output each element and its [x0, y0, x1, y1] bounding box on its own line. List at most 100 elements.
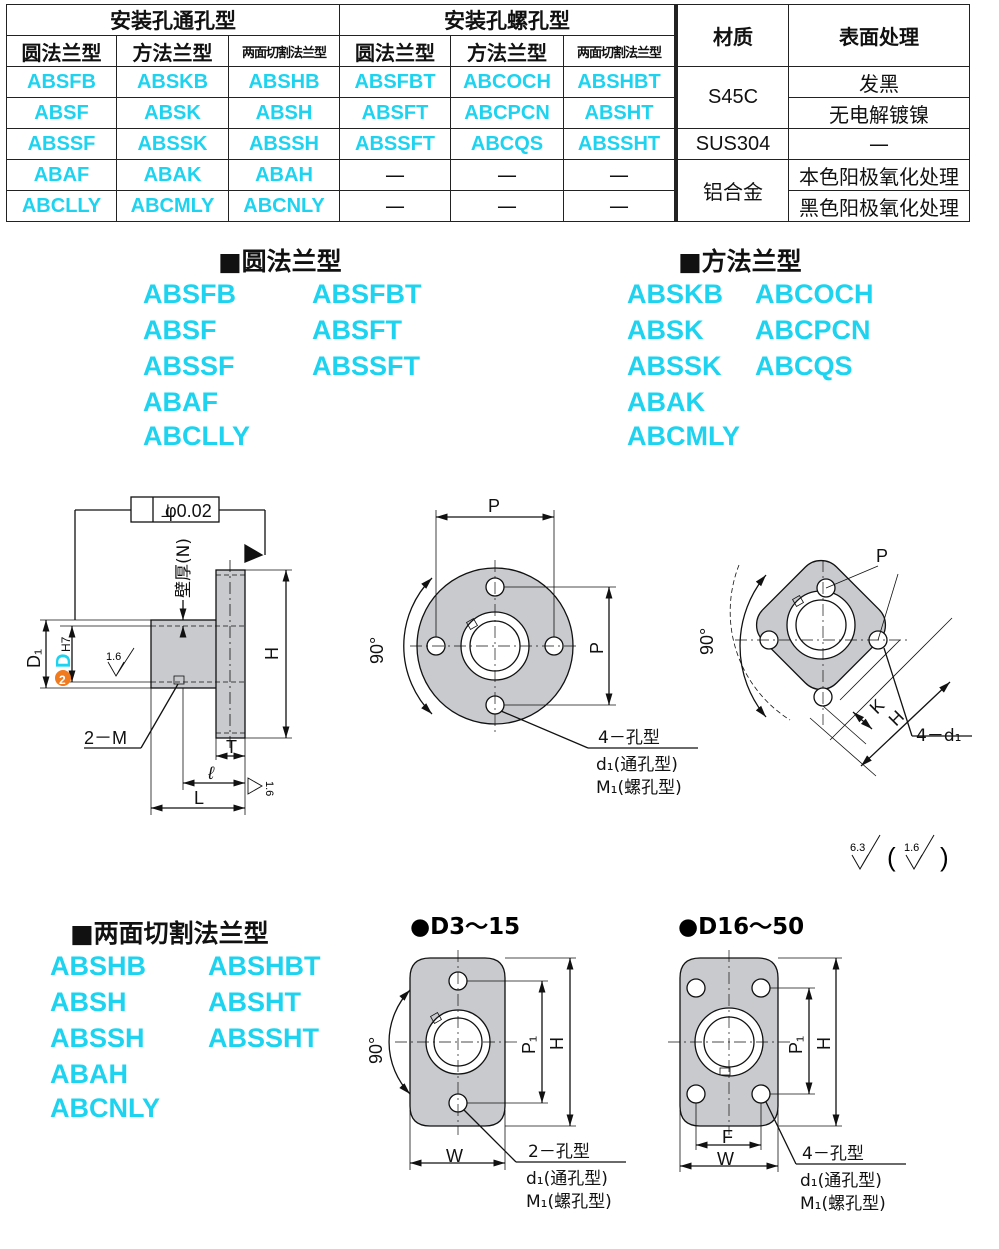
surface-cell: 黑色阳极氧化处理 [788, 190, 970, 222]
round-code: ABAF [143, 387, 218, 417]
large-twoside-view [668, 950, 906, 1172]
surface-cell: — [788, 128, 970, 160]
roughness-close: ) [940, 842, 949, 872]
code-cell: ABCNLY [228, 190, 340, 222]
note-m1: M₁(螺孔型) [596, 778, 682, 798]
dash-cell: — [450, 190, 564, 222]
large-note-holes: 4－孔型 [802, 1144, 864, 1164]
round-code: ABSFT [312, 315, 402, 345]
d1-label: D₁ [24, 649, 44, 668]
d-marker [55, 670, 71, 686]
square-code: ABCMLY [627, 421, 741, 451]
code-cell: ABAF [6, 159, 117, 191]
code-cell: ABSF [6, 97, 117, 129]
dash-cell: — [339, 190, 451, 222]
l-label: L [194, 788, 204, 808]
round-code: ABSSF [143, 351, 235, 381]
round-code: ABSFB [143, 279, 236, 309]
code-cell: ABAH [228, 159, 340, 191]
twoside-code: ABSSHT [208, 1023, 320, 1053]
twoside-flange-title: ■两面切割法兰型 [70, 919, 269, 948]
product-table: 安装孔通孔型 安装孔螺孔型 材质 表面处理 圆法兰型 方法兰型 两面切割法兰型 … [6, 4, 970, 222]
roughness-label-2: 1.6 [263, 781, 275, 796]
large-note-d1: d₁(通孔型) [800, 1171, 882, 1191]
note-holes: 4－孔型 [598, 728, 660, 748]
large-title: ●D16～50 [678, 914, 804, 940]
l-small-label: ℓ [207, 763, 215, 783]
code-cell: ABSSK [116, 128, 229, 160]
roughness-open: ( [887, 842, 896, 872]
p-side-label: P [587, 642, 607, 654]
tolerance-value: φ0.02 [165, 501, 212, 521]
small-title: ●D3～15 [410, 914, 520, 940]
sub-square: 方法兰型 [116, 35, 229, 67]
square-code: ABSK [627, 315, 704, 345]
sq-note: 4－d₁ [916, 726, 961, 746]
large-note-m1: M₁(螺孔型) [800, 1194, 886, 1214]
note-d1: d₁(通孔型) [596, 755, 678, 775]
large-p1-label: P₁ [786, 1036, 806, 1054]
twoside-code: ABCNLY [50, 1093, 161, 1123]
square-code: ABCOCH [755, 279, 874, 309]
twoside-code: ABSSH [50, 1023, 145, 1053]
dash-cell: — [339, 159, 451, 191]
side-flange [215, 569, 246, 739]
roughness-legend [851, 834, 935, 871]
square-code: ABCQS [755, 351, 853, 381]
tolerance-frame [130, 496, 220, 523]
code-cell: ABCPCN [450, 97, 564, 129]
twoside-code: ABSHT [208, 987, 301, 1017]
header-material: 材质 [675, 4, 789, 67]
header-through-hole: 安装孔通孔型 [6, 4, 340, 36]
roughness-label: 1.6 [106, 651, 121, 663]
sub-square-tapped: 方法兰型 [450, 35, 564, 67]
roughness-a: 6.3 [850, 842, 865, 854]
square-flange-title: ■方法兰型 [678, 247, 802, 276]
code-cell: ABAK [116, 159, 229, 191]
dash-cell: — [563, 190, 678, 222]
square-code: ABSSK [627, 351, 722, 381]
round-code: ABSF [143, 315, 217, 345]
angle-label: 90° [367, 637, 387, 664]
d-marker-num: 2 [59, 673, 66, 687]
m-label: 2－M [84, 728, 127, 748]
round-code: ABCLLY [143, 421, 251, 451]
side-body [150, 619, 219, 689]
small-angle-label: 90° [366, 1037, 386, 1064]
sq-angle-label: 90° [697, 628, 717, 655]
twoside-code: ABSHBT [208, 951, 321, 981]
twoside-code: ABSH [50, 987, 127, 1017]
code-cell: ABSHBT [563, 66, 678, 98]
square-code: ABAK [627, 387, 705, 417]
square-code: ABCPCN [755, 315, 871, 345]
code-cell: ABSSHT [563, 128, 678, 160]
small-note-holes: 2－孔型 [528, 1142, 590, 1162]
h-label: H [262, 647, 282, 660]
small-w-label: W [446, 1146, 463, 1166]
twoside-code: ABSHB [50, 951, 147, 981]
sub-twoside-tapped: 两面切割法兰型 [563, 35, 678, 67]
square-code: ABSKB [627, 279, 724, 309]
large-h-label: H [814, 1037, 834, 1050]
material-s45c: S45C [675, 66, 789, 129]
t-label: T [226, 737, 237, 757]
small-note-m1: M₁(螺孔型) [526, 1192, 612, 1212]
wall-label: 壁厚(N) [174, 538, 194, 598]
square-front-view [729, 559, 972, 777]
header-tapped-hole: 安装孔螺孔型 [339, 4, 678, 36]
code-cell: ABCQS [450, 128, 564, 160]
code-cell: ABSSF [6, 128, 117, 160]
p-top-label: P [488, 496, 500, 516]
code-cell: ABSSH [228, 128, 340, 160]
side-view [40, 496, 292, 815]
small-p1-label: P₁ [519, 1036, 539, 1054]
roughness-b: 1.6 [904, 842, 919, 854]
large-w-label: W [717, 1149, 734, 1169]
round-code: ABSSFT [312, 351, 420, 381]
code-cell: ABCLLY [6, 190, 117, 222]
tol-symbol: ⊥ [160, 501, 176, 521]
round-front-view [403, 510, 698, 749]
surface-cell: 本色阳极氧化处理 [788, 159, 970, 191]
sq-p-label: P [876, 546, 888, 566]
